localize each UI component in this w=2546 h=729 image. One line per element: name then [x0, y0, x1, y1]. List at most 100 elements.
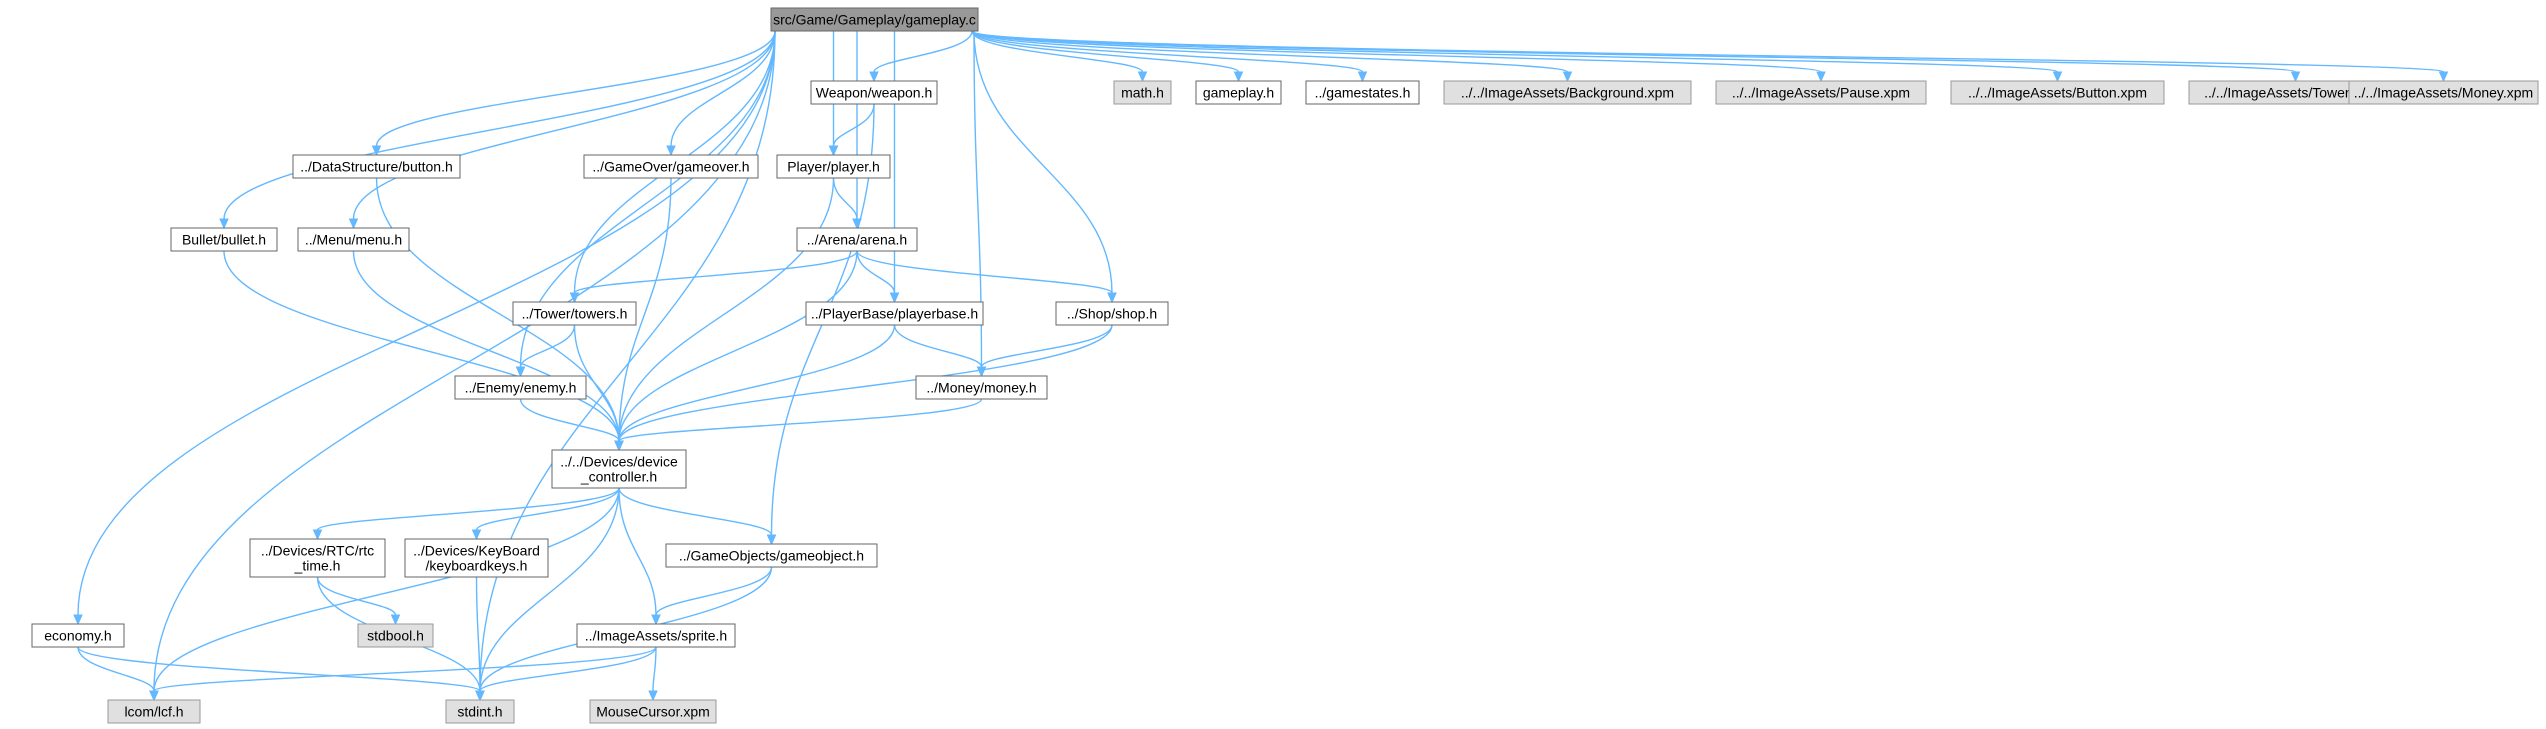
edges — [73, 30, 2449, 702]
node-label: ../../ImageAssets/Money.xpm — [2354, 85, 2533, 101]
edge-arena-to-playerbase — [856, 250, 900, 304]
edge-enemy-to-device — [519, 398, 624, 452]
edge-weapon-to-player — [828, 103, 875, 157]
node-enemy[interactable]: ../Enemy/enemy.h — [454, 375, 587, 400]
node-ds_button[interactable]: ../DataStructure/button.h — [292, 154, 461, 179]
node-label: ../Shop/shop.h — [1067, 306, 1157, 322]
node-arena[interactable]: ../Arena/arena.h — [796, 227, 918, 252]
edge-bullet-to-device — [223, 250, 624, 452]
node-label: ../GameObjects/gameobject.h — [679, 548, 864, 564]
node-label: ../Arena/arena.h — [807, 232, 907, 248]
edge-economy-to-lcf — [77, 646, 159, 702]
node-shop[interactable]: ../Shop/shop.h — [1055, 301, 1169, 326]
edge-root-to-bg_xpm — [971, 30, 1573, 83]
edge-root-to-gameplay_h — [971, 30, 1244, 83]
node-towers[interactable]: ../Tower/towers.h — [512, 301, 637, 326]
node-menu[interactable]: ../Menu/menu.h — [297, 227, 410, 252]
edge-sprite-to-lcf — [149, 646, 657, 702]
node-pause_xpm[interactable]: ../../ImageAssets/Pause.xpm — [1715, 80, 1927, 105]
node-rtc[interactable]: ../Devices/RTC/rtc_time.h — [249, 538, 386, 578]
node-label: ../Money/money.h — [926, 380, 1036, 396]
node-label: ../../ImageAssets/Towers.xpm — [2204, 85, 2387, 101]
node-weapon[interactable]: Weapon/weapon.h — [810, 80, 938, 105]
edge-root-to-pause_xpm — [971, 30, 1826, 83]
node-label: lcom/lcf.h — [124, 704, 183, 720]
edge-root-to-bullet — [219, 30, 776, 230]
edge-root-to-towers_xpm — [971, 30, 2301, 83]
node-math[interactable]: math.h — [1113, 80, 1172, 105]
edge-root-to-playerbase — [889, 31, 900, 304]
node-label: stdint.h — [457, 704, 502, 720]
node-mousecursor[interactable]: MouseCursor.xpm — [589, 699, 717, 724]
node-bg_xpm[interactable]: ../../ImageAssets/Background.xpm — [1443, 80, 1692, 105]
node-gameobject[interactable]: ../GameObjects/gameobject.h — [665, 543, 878, 568]
edge-shop-to-money — [976, 324, 1113, 378]
node-money[interactable]: ../Money/money.h — [915, 375, 1048, 400]
node-economy[interactable]: economy.h — [31, 623, 125, 648]
node-label: economy.h — [44, 628, 111, 644]
edge-sprite-to-mousecursor — [648, 646, 658, 702]
node-button_xpm[interactable]: ../../ImageAssets/Button.xpm — [1950, 80, 2165, 105]
node-gameover[interactable]: ../GameOver/gameover.h — [583, 154, 759, 179]
node-label: src/Game/Gameplay/gameplay.c — [773, 12, 976, 28]
node-player[interactable]: Player/player.h — [776, 154, 891, 179]
node-label: ../Devices/RTC/rtc — [261, 543, 374, 559]
node-label: ../Menu/menu.h — [305, 232, 402, 248]
node-device[interactable]: ../../Devices/device_controller.h — [551, 449, 687, 489]
node-label: Bullet/bullet.h — [182, 232, 266, 248]
edge-device-to-keyboard — [471, 487, 620, 541]
edge-root-to-gameover — [666, 30, 776, 157]
node-label: ../../ImageAssets/Background.xpm — [1461, 85, 1674, 101]
edge-root-to-lcf — [149, 30, 776, 702]
edge-playerbase-to-money — [893, 324, 987, 378]
node-sprite[interactable]: ../ImageAssets/sprite.h — [576, 623, 736, 648]
node-label: ../../ImageAssets/Button.xpm — [1968, 85, 2147, 101]
edge-device-to-sprite — [618, 487, 661, 626]
edge-towers-to-enemy — [515, 324, 576, 378]
edge-money-to-device — [614, 398, 983, 452]
node-gamestates[interactable]: ../gamestates.h — [1305, 80, 1420, 105]
edge-gameobject-to-sprite — [651, 566, 773, 626]
edge-arena-to-towers — [569, 250, 858, 304]
edge-device-to-rtc — [312, 487, 620, 541]
edge-arena-to-shop — [856, 250, 1117, 304]
node-root[interactable]: src/Game/Gameplay/gameplay.c — [770, 7, 979, 32]
node-label: ../DataStructure/button.h — [300, 159, 453, 175]
edge-economy-to-stdint — [77, 646, 485, 702]
node-label: stdbool.h — [367, 628, 424, 644]
node-label: ../Tower/towers.h — [522, 306, 628, 322]
edge-root-to-arena — [852, 30, 862, 230]
node-label: ../../Devices/device — [560, 454, 678, 470]
node-stdbool[interactable]: stdbool.h — [357, 623, 434, 648]
node-label: ../ImageAssets/sprite.h — [585, 628, 727, 644]
edge-root-to-ds_button — [371, 30, 776, 157]
node-label: ../gamestates.h — [1315, 85, 1411, 101]
node-label: gameplay.h — [1203, 85, 1274, 101]
node-stdint[interactable]: stdint.h — [445, 699, 515, 724]
edge-root-to-menu — [348, 30, 776, 230]
edge-root-to-gamestates — [971, 30, 1368, 83]
edge-root-to-economy — [73, 30, 776, 626]
node-label: /keyboardkeys.h — [426, 558, 528, 574]
edge-rtc-to-stdbool — [316, 576, 401, 626]
edge-sprite-to-stdint — [475, 646, 657, 702]
node-label: ../Devices/KeyBoard — [413, 543, 540, 559]
node-bullet[interactable]: Bullet/bullet.h — [170, 227, 278, 252]
node-label: MouseCursor.xpm — [596, 704, 710, 720]
node-label: Weapon/weapon.h — [816, 85, 933, 101]
node-keyboard[interactable]: ../Devices/KeyBoard/keyboardkeys.h — [404, 538, 549, 578]
node-money_xpm[interactable]: ../../ImageAssets/Money.xpm — [2348, 80, 2539, 105]
node-label: ../GameOver/gameover.h — [592, 159, 749, 175]
edge-root-to-shop — [973, 30, 1117, 304]
node-lcf[interactable]: lcom/lcf.h — [107, 699, 201, 724]
node-label: Player/player.h — [787, 159, 880, 175]
edge-root-to-weapon — [869, 30, 973, 83]
edge-player-to-device — [614, 177, 835, 452]
node-label: _controller.h — [580, 469, 657, 485]
node-label: _time.h — [294, 558, 341, 574]
node-gameplay_h[interactable]: gameplay.h — [1195, 80, 1282, 105]
edge-device-to-gameobject — [618, 487, 777, 546]
node-label: ../Enemy/enemy.h — [465, 380, 577, 396]
node-playerbase[interactable]: ../PlayerBase/playerbase.h — [805, 301, 984, 326]
